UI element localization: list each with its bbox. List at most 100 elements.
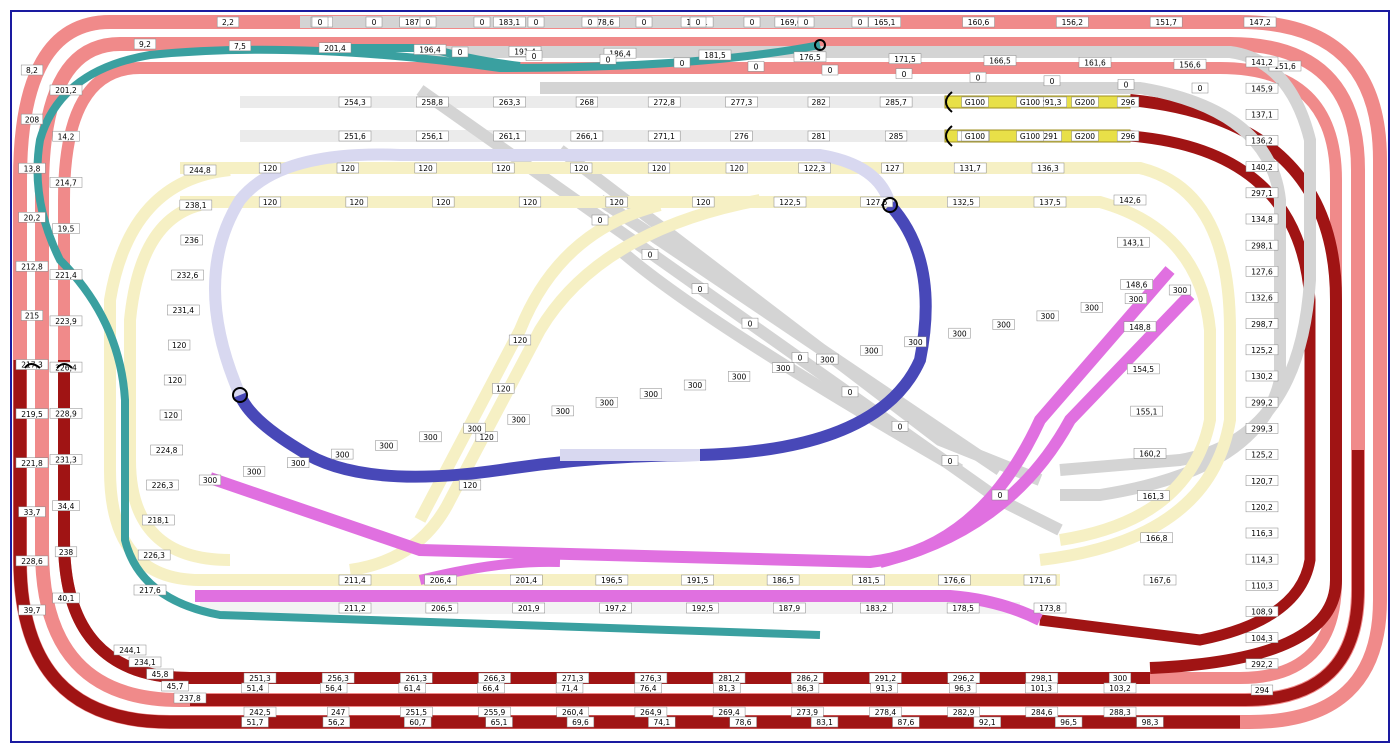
gray-top-3 — [540, 82, 1286, 501]
label-outer-bottom-d-5-bg — [648, 716, 676, 728]
label-outer-top2-1-bg — [228, 40, 252, 52]
label-magenta-14-text: 300 — [820, 355, 835, 364]
label-bottom-row2-2-bg — [512, 602, 545, 614]
label-outer-bottom-a-4: 271,3 — [556, 672, 589, 684]
label-magenta-12: 300 — [728, 371, 751, 382]
label-gray-row2-6-bg — [895, 68, 913, 79]
label-gray-row1-3-text: 0 — [480, 18, 485, 27]
label-outer-bottom-d-10-text: 96,5 — [1060, 718, 1077, 727]
label-outer-bottom-d-0: 51,7 — [241, 716, 269, 728]
label-bottom-row2-4: 192,5 — [686, 602, 719, 614]
label-cream-row1-0-text: 120 — [263, 164, 278, 173]
label-magenta-1: 300 — [243, 466, 266, 477]
label-outer-left-b-9-bg — [52, 500, 80, 511]
label-outer-bottom-d-3: 65,1 — [485, 716, 513, 728]
label-yellow-2-2: G200 — [1071, 130, 1099, 142]
label-yellow-1-2-bg — [1071, 96, 1099, 108]
label-cream-left-12-text: 217,6 — [139, 586, 161, 595]
label-outer-bottom-corner-3: 45,7 — [161, 680, 189, 692]
label-outer-bottom-c-11-text: 288,3 — [1109, 708, 1131, 717]
label-gray-row2-10-text: 0 — [1198, 84, 1203, 93]
label-magenta-20-bg — [1080, 302, 1103, 313]
label-cream-row1-8-bg — [881, 162, 904, 174]
label-outer-right-6-bg — [1245, 213, 1279, 225]
label-cream-mid-2-bg — [475, 431, 498, 442]
label-outer-right-3-bg — [1245, 135, 1279, 146]
label-gray-row2-10: 0 — [1191, 82, 1209, 94]
label-cream-right-6: 160,2 — [1133, 448, 1167, 459]
label-magenta-1-bg — [243, 466, 266, 477]
label-cream-row2-4-text: 120 — [610, 198, 625, 207]
label-bottom-row2-7: 178,5 — [946, 602, 980, 614]
label-gray-row2-10-bg — [1191, 82, 1209, 94]
label-outer-bottom-d-9: 92,1 — [973, 716, 1001, 728]
label-cream-row1-3-text: 120 — [496, 164, 511, 173]
label-outer-bottom-b-11: 103,2 — [1103, 682, 1137, 694]
label-gray-upper2-7: 285 — [885, 130, 908, 142]
label-cream-row2-8-text: 132,5 — [953, 198, 975, 207]
label-outer-bottom-b-2-bg — [398, 682, 426, 694]
bumper-group — [24, 39, 953, 403]
label-magenta-16-bg — [904, 336, 927, 348]
label-cream-row1-10-text: 136,3 — [1037, 164, 1059, 173]
label-outer-right-8: 127,6 — [1245, 266, 1279, 277]
label-gray-upper2-6-bg — [807, 130, 830, 142]
label-cream-left-5-text: 120 — [172, 341, 187, 350]
label-outer-top-3: 183,1 — [493, 16, 526, 28]
label-outer-top-11: 147,2 — [1243, 16, 1277, 28]
label-yellow-1-2-text: G200 — [1075, 98, 1095, 107]
label-outer-top2-7-text: 176,5 — [799, 53, 821, 62]
label-magenta-11-bg — [683, 379, 707, 391]
label-cream-right-5-bg — [1130, 405, 1163, 417]
bumper-7 — [56, 363, 73, 369]
label-outer-bottom-b-0: 51,4 — [241, 682, 269, 694]
label-cream-mid-1-text: 120 — [496, 385, 511, 394]
label-outer-bottom-corner-1-text: 234,1 — [134, 658, 156, 667]
label-gray-diag-1-text: 0 — [648, 251, 653, 260]
label-gray-diag-5: 0 — [841, 386, 859, 398]
label-gray-row2-1-text: 0 — [532, 52, 537, 61]
label-outer-bottom-b-6: 81,3 — [713, 682, 741, 694]
label-cream-row2-8: 132,5 — [947, 196, 980, 208]
label-outer-bottom-b-2-text: 61,4 — [404, 684, 421, 693]
label-outer-left-a-9-text: 33,7 — [24, 508, 41, 517]
label-outer-bottom-b-5-text: 76,4 — [640, 684, 657, 693]
label-outer-bottom-c-11-bg — [1103, 706, 1137, 718]
label-outer-bottom-a-3: 266,3 — [478, 672, 511, 684]
label-outer-left-a-7: 219,5 — [15, 408, 49, 419]
label-cream-mid-3-text: 120 — [463, 481, 478, 490]
label-outer-left-b-6: 226,4 — [49, 361, 83, 373]
label-outer-left-a-4-bg — [15, 261, 49, 272]
label-bottom-row2-2-text: 201,9 — [518, 604, 540, 613]
label-outer-bottom-c-9: 282,9 — [947, 706, 980, 718]
label-magenta-8: 300 — [551, 405, 574, 417]
label-cream-row2-2: 120 — [432, 196, 455, 208]
label-outer-left-a-10-text: 228,6 — [21, 557, 43, 566]
label-outer-bottom-a-3-text: 266,3 — [484, 674, 506, 683]
label-outer-right-5-bg — [1245, 187, 1279, 199]
label-cream-left-11: 226,3 — [137, 549, 171, 561]
label-outer-right-15-bg — [1245, 449, 1279, 460]
label-gray-row2-3: 0 — [673, 57, 691, 69]
label-magenta-18-text: 300 — [996, 321, 1011, 330]
label-outer-top2-9-text: 166,5 — [989, 57, 1011, 66]
label-outer-top2-8-bg — [888, 53, 922, 64]
label-gray-row2-7: 0 — [969, 71, 987, 83]
label-cream-left-6: 120 — [163, 374, 187, 386]
label-cream-row1-4: 120 — [570, 162, 593, 174]
label-magenta-18-bg — [992, 319, 1015, 330]
label-outer-bottom-c-4: 260,4 — [556, 706, 589, 718]
label-gray-row2-2: 0 — [599, 53, 617, 65]
label-gray-row1-8-bg — [743, 16, 761, 28]
label-gray-row1-9: 0 — [797, 16, 815, 28]
label-gray-row2-9-bg — [1117, 79, 1135, 90]
label-cream-left-0: 244,8 — [183, 164, 217, 176]
label-gray-diag-5-bg — [841, 386, 859, 398]
label-cream-row1-3: 120 — [492, 162, 515, 174]
label-outer-top-4-text: 178,6 — [593, 18, 615, 27]
label-outer-right-24: 294 — [1250, 684, 1274, 696]
label-outer-right-15-text: 125,2 — [1251, 451, 1273, 460]
label-outer-right-15: 125,2 — [1245, 449, 1279, 460]
label-outer-bottom-b-8-bg — [870, 682, 898, 694]
